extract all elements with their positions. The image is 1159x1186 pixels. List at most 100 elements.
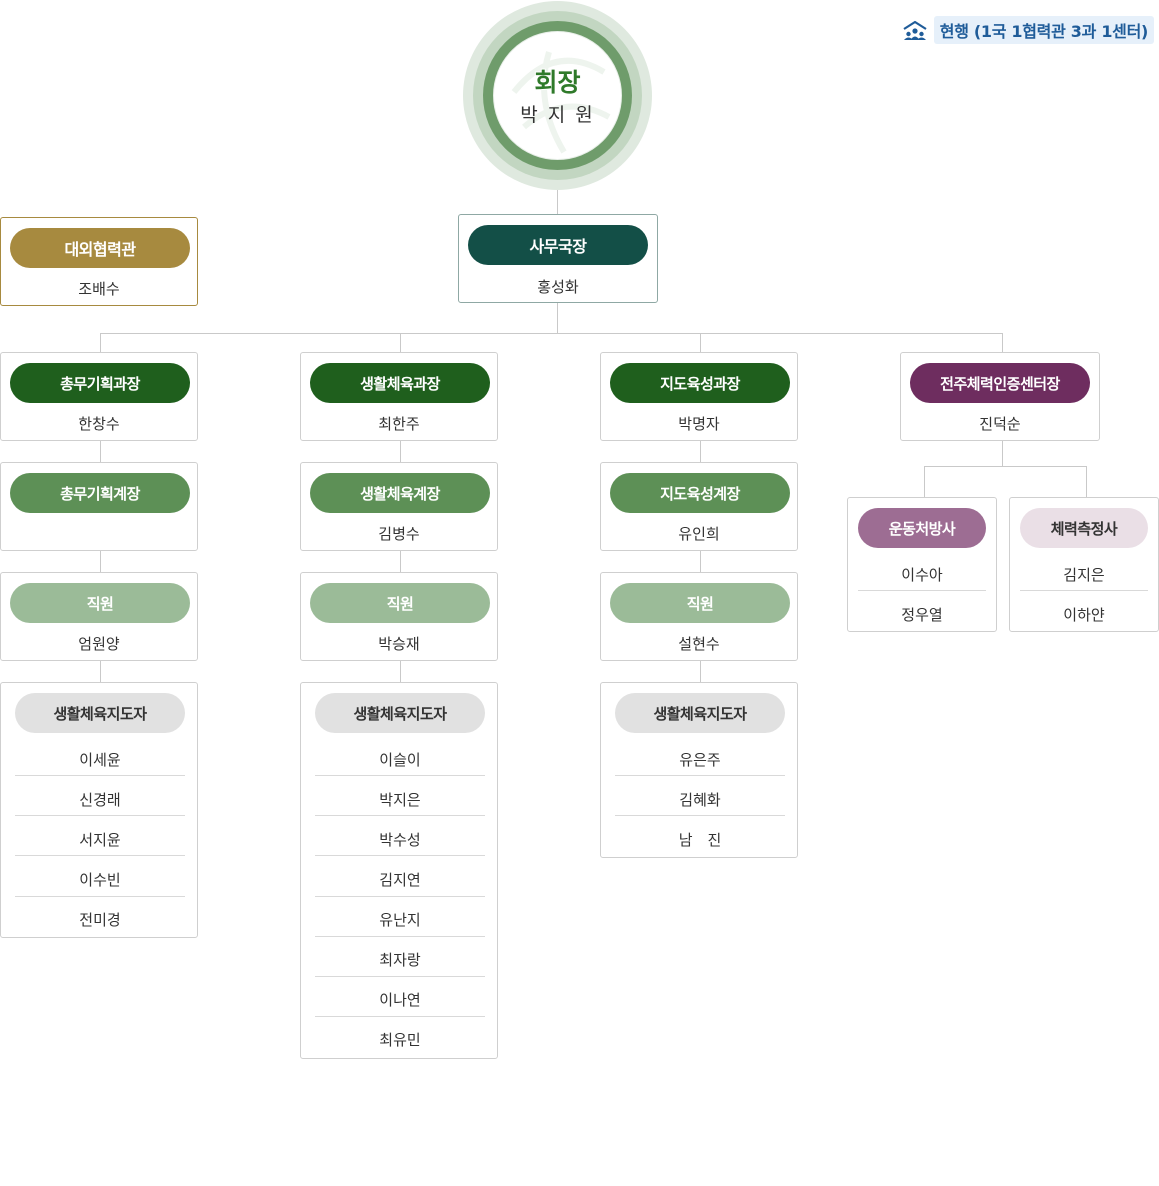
divider	[315, 936, 485, 937]
current-structure-label: 현행 (1국 1협력관 3과 1센터)	[933, 16, 1154, 44]
list-item: 이수아	[901, 565, 943, 584]
divider	[15, 855, 185, 856]
list-item: 이슬이	[379, 750, 421, 769]
list-item: 이수빈	[79, 870, 121, 889]
divider	[858, 590, 986, 591]
secretary-general-name: 홍성화	[537, 278, 579, 296]
external-cooperation-title: 대외협력관	[10, 228, 190, 268]
col2-team-box: 생활체육계장 김병수	[300, 462, 498, 551]
divider	[315, 815, 485, 816]
col2-head-box: 생활체육과장 최한주	[300, 352, 498, 441]
col3-head-title: 지도육성과장	[610, 363, 790, 403]
divider	[615, 775, 785, 776]
connector-col4-right	[1086, 466, 1087, 498]
connector-secretary-bus	[557, 303, 558, 334]
col4-sub1-title: 운동처방사	[858, 508, 986, 548]
list-item: 박지은	[379, 790, 421, 809]
col3-instructor-box: 생활체육지도자 유은주 김혜화 남 진	[600, 682, 798, 858]
col2-staff-name: 박승재	[378, 635, 420, 653]
divider	[315, 896, 485, 897]
col1-head-title: 총무기획과장	[10, 363, 190, 403]
divider	[315, 855, 485, 856]
president-title: 회장	[534, 68, 581, 97]
connector-col1-b	[100, 551, 101, 573]
col1-staff-title: 직원	[10, 583, 190, 623]
divider	[15, 896, 185, 897]
col1-head-box: 총무기획과장 한창수	[0, 352, 198, 441]
connector-col1-c	[100, 661, 101, 683]
connector-col4-split	[924, 466, 1087, 467]
connector-col4-down	[1002, 441, 1003, 466]
list-item: 서지윤	[79, 830, 121, 849]
divider	[315, 976, 485, 977]
list-item: 이세윤	[79, 750, 121, 769]
connector-col4-drop	[1002, 333, 1003, 353]
col2-staff-title: 직원	[310, 583, 490, 623]
list-item: 전미경	[79, 910, 121, 929]
col2-team-title: 생활체육계장	[310, 473, 490, 513]
list-item: 유난지	[379, 910, 421, 929]
col3-head-name: 박명자	[678, 415, 720, 433]
list-item: 최유민	[379, 1030, 421, 1049]
list-item: 신경래	[79, 790, 121, 809]
president-name: 박 지 원	[520, 104, 595, 126]
col1-instructor-title: 생활체육지도자	[15, 693, 185, 733]
col1-team-box: 총무기획계장	[0, 462, 198, 551]
col2-instructor-box: 생활체육지도자 이슬이 박지은 박수성 김지연 유난지 최자랑 이나연 최유민	[300, 682, 498, 1059]
connector-col2-drop	[400, 333, 401, 353]
connector-col1-a	[100, 441, 101, 463]
connector-col3-a	[700, 441, 701, 463]
watermark-icon	[511, 51, 611, 154]
col2-team-name: 김병수	[378, 525, 420, 543]
list-item: 남 진	[678, 830, 722, 849]
col1-team-title: 총무기획계장	[10, 473, 190, 513]
secretary-general-box: 사무국장 홍성화	[458, 214, 658, 303]
list-item: 김지은	[1063, 565, 1105, 584]
col3-instructor-title: 생활체육지도자	[615, 693, 785, 733]
list-item: 유은주	[679, 750, 721, 769]
connector-president-secretary	[557, 188, 558, 215]
connector-col3-b	[700, 551, 701, 573]
secretary-general-title: 사무국장	[468, 225, 648, 265]
col2-head-name: 최한주	[378, 415, 420, 433]
col3-team-title: 지도육성계장	[610, 473, 790, 513]
divider	[15, 775, 185, 776]
connector-col3-drop	[700, 333, 701, 353]
president-ring-inner	[493, 31, 622, 160]
divider	[315, 775, 485, 776]
current-structure-tag: 현행 (1국 1협력관 3과 1센터)	[902, 16, 1154, 44]
organization-icon	[902, 20, 928, 40]
col4-head-name: 진덕순	[979, 415, 1021, 433]
list-item: 김혜화	[679, 790, 721, 809]
col3-staff-name: 설현수	[678, 635, 720, 653]
col3-team-box: 지도육성계장 유인희	[600, 462, 798, 551]
list-item: 박수성	[379, 830, 421, 849]
col2-staff-box: 직원 박승재	[300, 572, 498, 661]
col4-head-box: 전주체력인증센터장 진덕순	[900, 352, 1100, 441]
col3-team-name: 유인희	[678, 525, 720, 543]
connector-col1-drop	[100, 333, 101, 353]
col1-instructor-box: 생활체육지도자 이세윤 신경래 서지윤 이수빈 전미경	[0, 682, 198, 938]
divider	[315, 1016, 485, 1017]
col2-instructor-title: 생활체육지도자	[315, 693, 485, 733]
external-cooperation-box: 대외협력관 조배수	[0, 217, 198, 306]
connector-col4-left	[924, 466, 925, 498]
col3-staff-box: 직원 설현수	[600, 572, 798, 661]
list-item: 이하얀	[1063, 605, 1105, 624]
connector-col3-c	[700, 661, 701, 683]
divider	[615, 815, 785, 816]
col4-sub2-title: 체력측정사	[1020, 508, 1148, 548]
col4-sub2-box: 체력측정사 김지은 이하얀	[1009, 497, 1159, 632]
col1-staff-box: 직원 엄원양	[0, 572, 198, 661]
external-cooperation-name: 조배수	[78, 280, 120, 298]
divider	[15, 815, 185, 816]
col4-sub1-box: 운동처방사 이수아 정우열	[847, 497, 997, 632]
list-item: 김지연	[379, 870, 421, 889]
col4-head-title: 전주체력인증센터장	[910, 363, 1090, 403]
col2-head-title: 생활체육과장	[310, 363, 490, 403]
col1-head-name: 한창수	[78, 415, 120, 433]
col1-staff-name: 엄원양	[78, 635, 120, 653]
list-item: 이나연	[379, 990, 421, 1009]
col3-head-box: 지도육성과장 박명자	[600, 352, 798, 441]
divider	[1020, 590, 1148, 591]
